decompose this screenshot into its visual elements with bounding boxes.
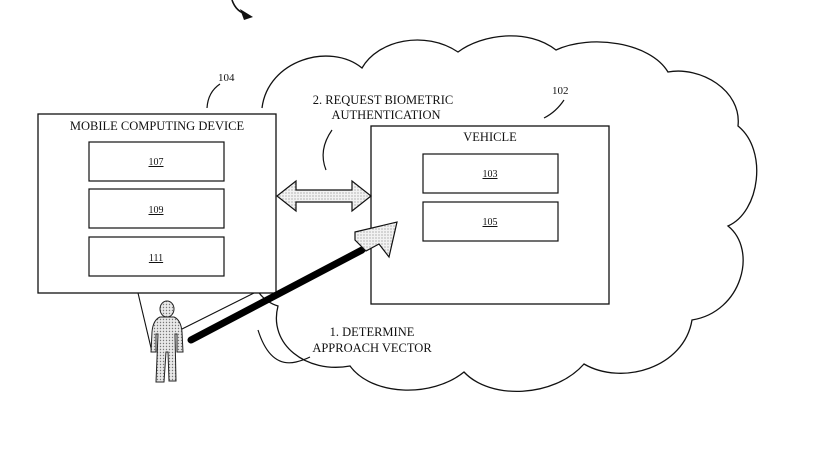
- device-module-label: 107: [149, 157, 164, 168]
- curved-arrow-icon: [231, 0, 253, 20]
- request-line-1: 2. REQUEST BIOMETRIC: [313, 93, 453, 107]
- device-ref: 104: [218, 72, 235, 84]
- cloud-ref: 102: [552, 85, 569, 97]
- person-icon: [150, 300, 184, 383]
- device-module-label: 109: [149, 205, 164, 216]
- vehicle-module: [422, 153, 559, 194]
- determine-leader: [257, 329, 311, 364]
- determine-line-1: 1. DETERMINE: [330, 325, 415, 339]
- request-line-2: AUTHENTICATION: [331, 108, 440, 122]
- device-module: [88, 236, 225, 277]
- device-module-label: 111: [149, 253, 163, 264]
- vehicle-title: VEHICLE: [463, 130, 517, 144]
- vehicle-box: VEHICLE 103 105: [370, 125, 610, 305]
- vehicle-module-label: 103: [483, 169, 498, 180]
- device-callout-lines: [137, 292, 255, 353]
- vehicle-module: [422, 201, 559, 242]
- request-label: 2. REQUEST BIOMETRIC AUTHENTICATION: [313, 93, 453, 122]
- device-module: [88, 188, 225, 229]
- double-arrow-icon: [276, 179, 372, 213]
- approach-arrow-icon: [187, 221, 398, 344]
- device-module: [88, 141, 225, 182]
- mobile-device-box: MOBILE COMPUTING DEVICE 107 109 111: [37, 113, 277, 294]
- cloud-ref-leader: [543, 99, 565, 119]
- device-ref-leader: [206, 83, 221, 109]
- vehicle-module-label: 105: [483, 217, 498, 228]
- determine-line-2: APPROACH VECTOR: [312, 341, 432, 355]
- determine-label: 1. DETERMINE APPROACH VECTOR: [312, 325, 432, 355]
- mobile-device-title: MOBILE COMPUTING DEVICE: [70, 119, 245, 133]
- request-leader: [322, 129, 333, 171]
